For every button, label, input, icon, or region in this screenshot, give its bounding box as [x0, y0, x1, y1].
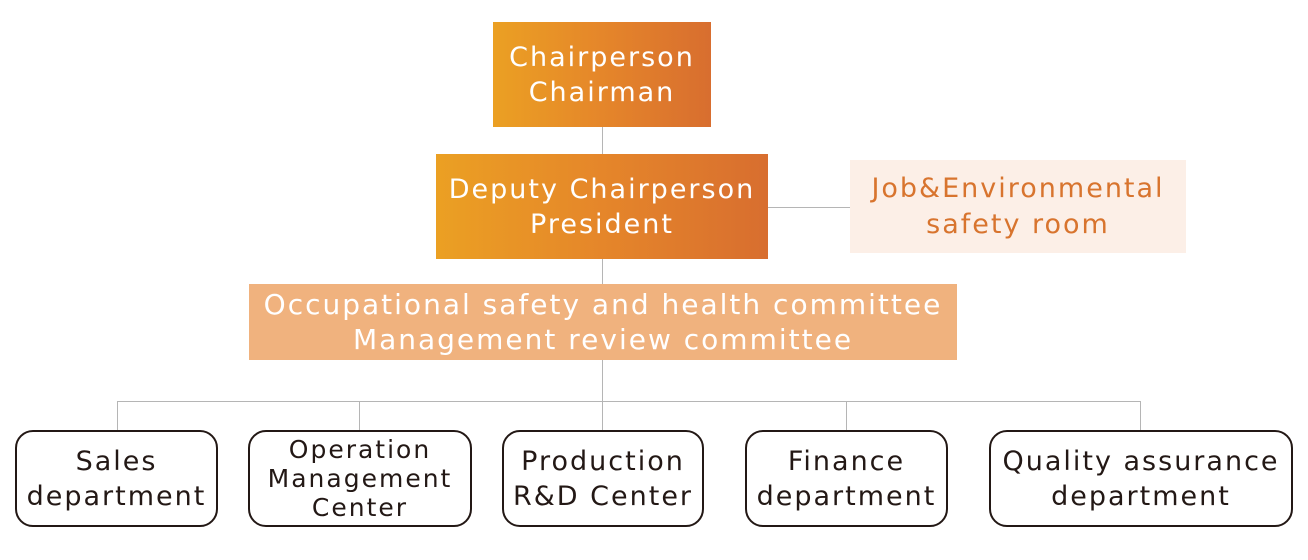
department-label-line: Center — [311, 493, 409, 522]
department-label-line: department — [1051, 480, 1231, 512]
connector-drop-production — [602, 401, 603, 430]
connector-committee-bus — [602, 360, 603, 401]
department-label-line: Sales — [75, 445, 158, 477]
connector-drop-quality — [1140, 401, 1141, 430]
connector-deputy-committee — [602, 259, 603, 284]
department-label-line: Management — [267, 464, 453, 493]
department-box-quality: Quality assurance department — [989, 430, 1293, 527]
connector-department-bus — [117, 401, 1141, 402]
department-label-line: Operation — [288, 435, 432, 464]
department-box-operation: Operation Management Center — [248, 430, 472, 527]
committee-line-2: Management review committee — [352, 323, 854, 356]
connector-drop-sales — [117, 401, 118, 430]
department-box-sales: Sales department — [15, 430, 218, 527]
deputy-line-2: President — [530, 208, 674, 240]
department-box-finance: Finance department — [745, 430, 948, 527]
department-label-line: Finance — [787, 445, 906, 477]
department-label-line: Production — [521, 445, 685, 477]
safety-room-line-2: safety room — [926, 208, 1110, 240]
safety-room-line-1: Job&Environmental — [871, 172, 1165, 204]
connector-deputy-safety-room — [768, 207, 850, 208]
department-label-line: department — [26, 480, 207, 512]
committee-box: Occupational safety and health committee… — [249, 284, 957, 360]
connector-drop-finance — [846, 401, 847, 430]
chairperson-line-2: Chairman — [528, 76, 676, 108]
department-box-production: Production R&D Center — [502, 430, 704, 527]
connector-drop-operation — [359, 401, 360, 430]
department-label-line: R&D Center — [512, 480, 694, 512]
chairperson-box: Chairperson Chairman — [493, 22, 711, 127]
chairperson-line-1: Chairperson — [509, 41, 695, 73]
deputy-line-1: Deputy Chairperson — [448, 173, 756, 205]
deputy-chairperson-box: Deputy Chairperson President — [436, 154, 768, 259]
department-label-line: department — [756, 480, 937, 512]
department-label-line: Quality assurance — [1002, 445, 1280, 477]
connector-chair-deputy — [602, 127, 603, 154]
committee-line-1: Occupational safety and health committee — [263, 288, 943, 321]
safety-room-box: Job&Environmental safety room — [850, 160, 1186, 253]
